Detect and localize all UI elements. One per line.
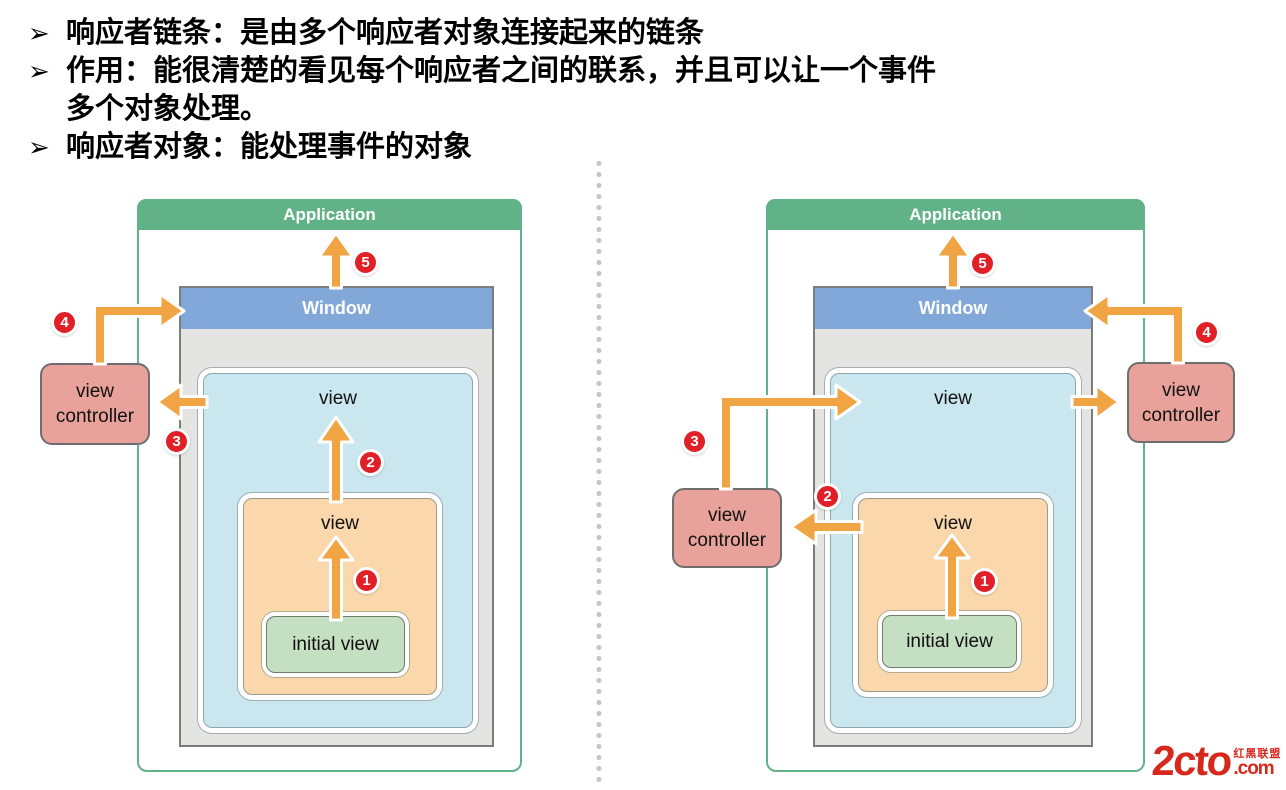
window-header-right: Window — [815, 288, 1091, 329]
step-badge-4-right: 4 — [1193, 319, 1220, 346]
bullet-item-3: ➢ 响应者对象：能处理事件的对象 — [28, 128, 1268, 166]
window-header-left: Window — [181, 288, 492, 329]
step-badge-5-left: 5 — [352, 249, 379, 276]
watermark-suffix: .com — [1233, 758, 1274, 779]
bullet-text-2: 作用：能很清楚的看见每个响应者之间的联系，并且可以让一个事件 — [66, 55, 937, 87]
watermark-tagline: 红黑联盟 — [1233, 748, 1282, 760]
root-view-label-left: view — [318, 388, 357, 409]
bullet-arrow-icon: ➢ — [28, 56, 50, 86]
subview-label-left: view — [320, 513, 359, 534]
initial-view-box-right: initial view — [882, 615, 1017, 668]
bullet-arrow-icon: ➢ — [28, 18, 50, 48]
step-badge-2-left: 2 — [357, 449, 384, 476]
initial-view-label-right: initial view — [906, 630, 993, 652]
bullet-list: ➢ 响应者链条：是由多个响应者对象连接起来的链条 ➢ 作用：能很清楚的看见每个响… — [28, 14, 1268, 166]
bullet-item-2: ➢ 作用：能很清楚的看见每个响应者之间的联系，并且可以让一个事件 — [28, 52, 1268, 90]
subview-label-right: view — [933, 513, 972, 534]
bullet-text-1: 响应者链条：是由多个响应者对象连接起来的链条 — [66, 17, 705, 49]
step-badge-3-left: 3 — [163, 428, 190, 455]
watermark-brand: 2cto — [1150, 737, 1233, 784]
step-badge-1-left: 1 — [353, 567, 380, 594]
bullet-text-2-line-2: 多个对象处理。 — [66, 93, 270, 125]
bullet-text-3: 响应者对象：能处理事件的对象 — [66, 131, 473, 163]
step-badge-3-right: 3 — [681, 428, 708, 455]
bullet-item-1: ➢ 响应者链条：是由多个响应者对象连接起来的链条 — [28, 14, 1268, 52]
initial-view-box-left: initial view — [266, 616, 405, 673]
step-badge-2-right: 2 — [814, 483, 841, 510]
step-badge-4-left: 4 — [51, 309, 78, 336]
bullet-arrow-icon: ➢ — [28, 132, 50, 162]
root-view-label-right: view — [933, 388, 972, 409]
dotted-divider — [596, 158, 602, 788]
initial-view-label-left: initial view — [292, 633, 379, 655]
application-header-left: Application — [137, 199, 522, 230]
bullet-item-2-continued: 多个对象处理。 — [28, 90, 1268, 128]
step-badge-1-right: 1 — [971, 568, 998, 595]
application-header-right: Application — [766, 199, 1145, 230]
site-watermark: 2cto 红黑联盟 .com — [1150, 737, 1281, 784]
step-badge-5-right: 5 — [969, 250, 996, 277]
watermark-right-column: 红黑联盟 .com — [1233, 742, 1281, 778]
